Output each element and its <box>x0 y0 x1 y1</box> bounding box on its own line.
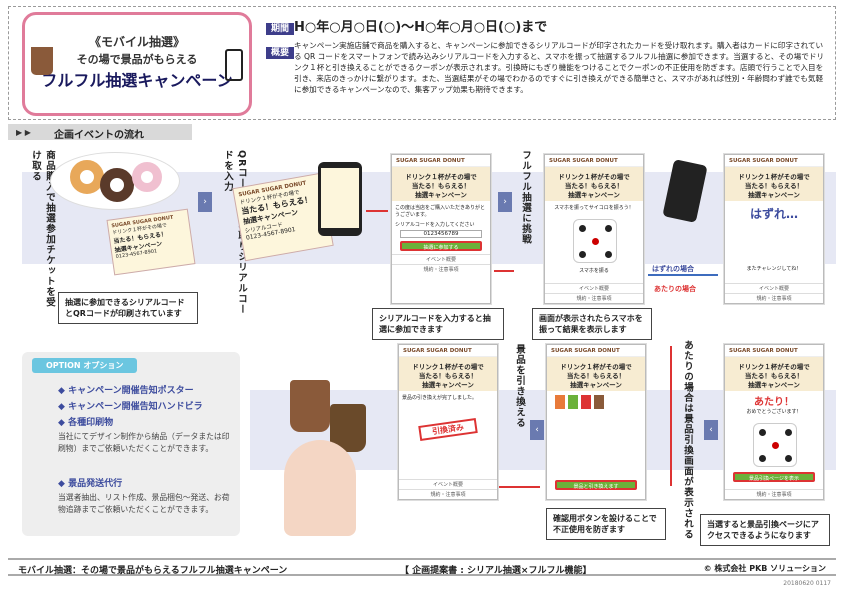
phone-shake-screen: SUGAR SUGAR DONUT ドリンク１杯がその場で当たる！もらえる！抽選… <box>544 154 644 304</box>
footer-left: モバイル抽選：その場で景品がもらえるフルフル抽選キャンペーン <box>18 566 288 576</box>
step1-label: 商品購入で抽選参加チケットを受け取る <box>30 150 55 308</box>
donut-icon <box>70 160 104 194</box>
section-title: 企画イベントの流れ <box>54 130 144 141</box>
step5-label: 景品を引き換える <box>514 344 525 428</box>
step2-callout: シリアルコードを入力すると抽選に参加できます <box>372 308 504 340</box>
title-line1: 《モバイル抽選》 <box>88 35 185 49</box>
phone-icon <box>225 49 243 81</box>
arrow-to-phone <box>366 210 388 212</box>
header-frame <box>8 6 836 120</box>
redeem-button[interactable]: 景品と引き換えます <box>555 480 637 490</box>
redeemed-stamp: 引換済み <box>418 418 478 441</box>
phone-scanning <box>318 162 362 236</box>
phone-win-screen: SUGAR SUGAR DONUT ドリンク１杯がその場で当たる！もらえる！抽選… <box>724 344 824 500</box>
overview-tag: 概要 <box>266 40 295 59</box>
option-item-3: ◆ 各種印刷物 <box>58 418 114 428</box>
step4-callout: 当選すると景品引換ページにアクセスできるようになります <box>700 514 830 546</box>
option-item-3-desc: 当社にてデザイン制作から納品（データまたは印刷物）までご依頼いただくことができま… <box>58 432 230 453</box>
title-line3: フルフル抽選キャンペーン <box>41 71 233 90</box>
serial-input[interactable]: 0123456789 <box>400 230 482 238</box>
branch-lose-arrow <box>648 274 718 276</box>
title-line2: その場で景品がもらえる <box>76 53 198 66</box>
branch-win-label: あたりの場合 <box>654 285 696 293</box>
option-tag: OPTION オプション <box>32 358 138 373</box>
doc-code: 20180620 0117 <box>783 580 831 587</box>
step3-label: フルフル抽選に挑戦 <box>520 150 531 245</box>
prev-arrow: ‹ <box>530 420 544 440</box>
option-item-4: ◆ 景品発送代行 <box>58 479 123 489</box>
section-arrows: ▶ ▶ <box>16 128 31 137</box>
option-item-1: ◆ キャンペーン開催告知ポスター <box>58 386 194 396</box>
prev-arrow: ‹ <box>704 420 718 440</box>
dice-icon <box>753 423 797 467</box>
option-panel <box>22 352 240 536</box>
footer-center: 【 企画提案書 : シリアル抽選×フルフル機能】 <box>400 566 592 576</box>
donut-icon <box>100 168 134 202</box>
coffee-cup-icon <box>290 380 330 432</box>
phone-redeemed-screen: SUGAR SUGAR DONUT ドリンク１杯がその場で当たる！もらえる！抽選… <box>398 344 498 500</box>
show-prize-button[interactable]: 景品引換ページを表示 <box>733 472 815 482</box>
dice-icon <box>573 219 617 263</box>
phone-lose-screen: SUGAR SUGAR DONUT ドリンク１杯がその場で当たる！もらえる！抽選… <box>724 154 824 304</box>
woman-illustration <box>284 440 356 536</box>
description: キャンペーン実施店舗で商品を購入すると、キャンペーンに参加できるシリアルコードが… <box>294 41 825 94</box>
next-arrow: › <box>498 192 512 212</box>
arrow-to-step3 <box>494 270 514 272</box>
footer-right: © 株式会社 PKB ソリューション <box>703 564 826 573</box>
next-arrow: › <box>198 192 212 212</box>
drink-icons <box>547 391 645 413</box>
cup-icon <box>31 47 53 75</box>
ticket-card: SUGAR SUGAR DONUT ドリンク１杯がその場で 当たる！もらえる！ … <box>106 208 196 276</box>
step5-callout: 確認用ボタンを設けることで不正使用を防ぎます <box>546 508 666 540</box>
phone-redeem-screen: SUGAR SUGAR DONUT ドリンク１杯がその場で当たる！もらえる！抽選… <box>546 344 646 500</box>
donut-icon <box>132 162 162 192</box>
period-tag: 期間 <box>266 16 295 35</box>
phone-serial-screen: SUGAR SUGAR DONUT ドリンク１杯がその場で当たる！もらえる！抽選… <box>391 154 491 304</box>
option-item-2: ◆ キャンペーン開催告知ハンドビラ <box>58 402 203 412</box>
footer: モバイル抽選：その場で景品がもらえるフルフル抽選キャンペーン 【 企画提案書 :… <box>8 558 836 576</box>
arrow-win-path <box>670 346 672 486</box>
step3-callout: 画面が表示されたらスマホを振って結果を表示します <box>532 308 652 340</box>
option-item-4-desc: 当選者抽出、リスト作成、景品梱包〜発送、お荷物追跡までご依頼いただくことができま… <box>58 493 230 514</box>
branch-lose-label: はずれの場合 <box>652 265 694 273</box>
arrow-to-redeemed <box>494 486 540 488</box>
step4-label: あたりの場合は景品引換画面が表示される <box>682 340 693 540</box>
step1-callout: 抽選に参加できるシリアルコードとQRコードが印刷されています <box>58 292 198 324</box>
title-box: 《モバイル抽選》 その場で景品がもらえる フルフル抽選キャンペーン <box>22 12 252 116</box>
section-bar: 企画イベントの流れ <box>8 124 192 141</box>
period-text: H○年○月○日(○)〜H○年○月○日(○)まで <box>294 20 548 35</box>
start-lottery-button[interactable]: 抽選に参加する <box>400 241 482 251</box>
